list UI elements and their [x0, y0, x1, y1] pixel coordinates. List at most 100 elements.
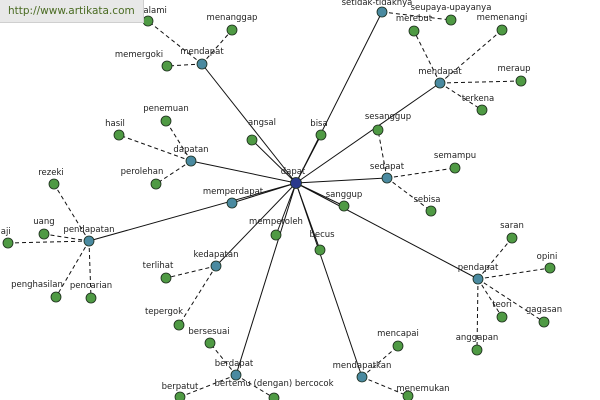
leaf-node-circle[interactable]	[270, 229, 282, 241]
leaf-node-l15[interactable]: perolehan	[121, 167, 164, 190]
leaf-node-circle[interactable]	[506, 232, 518, 244]
leaf-node-label[interactable]: bisa	[310, 119, 327, 129]
subhub-node-label[interactable]: berdapat	[215, 359, 254, 369]
leaf-node-circle[interactable]	[142, 15, 154, 27]
leaf-node-l12[interactable]: terkena	[462, 94, 495, 116]
leaf-node-label[interactable]: sesanggup	[365, 112, 411, 122]
leaf-node-label[interactable]: penemuan	[143, 104, 189, 114]
leaf-node-label[interactable]: becus	[309, 230, 335, 240]
leaf-node-l17[interactable]: uang	[33, 217, 55, 240]
subhub-node-circle[interactable]	[210, 260, 222, 272]
leaf-node-l25[interactable]: opini	[537, 252, 558, 274]
leaf-node-l31[interactable]: bersesuai	[188, 327, 230, 349]
leaf-node-label[interactable]: bertemu (dengan) bercocok	[215, 379, 334, 389]
leaf-node-l32[interactable]: berpatut	[162, 382, 199, 400]
leaf-node-circle[interactable]	[113, 129, 125, 141]
leaf-node-circle[interactable]	[544, 262, 556, 274]
leaf-node-l2[interactable]: bisa	[310, 119, 328, 141]
leaf-node-label[interactable]: pencarian	[70, 281, 112, 291]
leaf-node-label[interactable]: mencapai	[377, 329, 419, 339]
subhub-node-s9[interactable]: berdapat	[215, 359, 254, 381]
leaf-node-circle[interactable]	[476, 104, 488, 116]
leaf-node-circle[interactable]	[50, 291, 62, 303]
subhub-node-s2[interactable]: mendapat	[418, 67, 462, 89]
leaf-node-l1[interactable]: angsal	[246, 118, 276, 146]
leaf-node-l9[interactable]: merebut	[396, 14, 433, 37]
subhub-node-label[interactable]: mendapatkan	[333, 361, 392, 371]
leaf-node-l21[interactable]: sesanggup	[365, 112, 411, 136]
leaf-node-label[interactable]: merebut	[396, 14, 433, 24]
leaf-node-l22[interactable]: semampu	[434, 151, 476, 174]
leaf-node-circle[interactable]	[268, 392, 280, 400]
subhub-node-s1[interactable]: mendapat	[180, 47, 224, 70]
subhub-node-s10[interactable]: mendapatkan	[333, 361, 392, 383]
leaf-node-circle[interactable]	[402, 390, 414, 400]
leaf-node-label[interactable]: terlihat	[143, 261, 174, 271]
subhub-node-circle[interactable]	[226, 197, 238, 209]
subhub-node-circle[interactable]	[230, 369, 242, 381]
subhub-node-circle[interactable]	[185, 155, 197, 167]
leaf-node-circle[interactable]	[471, 344, 483, 356]
subhub-node-s8[interactable]: kedapatan	[194, 250, 239, 272]
leaf-node-circle[interactable]	[160, 272, 172, 284]
subhub-node-circle[interactable]	[472, 273, 484, 285]
leaf-node-label[interactable]: perolehan	[121, 167, 164, 177]
leaf-node-l24[interactable]: saran	[500, 221, 524, 244]
leaf-node-label[interactable]: memenangi	[477, 13, 528, 23]
leaf-node-l13[interactable]: penemuan	[143, 104, 189, 127]
leaf-node-l11[interactable]: meraup	[498, 64, 531, 87]
leaf-node-circle[interactable]	[160, 115, 172, 127]
leaf-node-circle[interactable]	[226, 24, 238, 36]
leaf-node-circle[interactable]	[538, 316, 550, 328]
source-url-text[interactable]: http://www.artikata.com	[8, 5, 135, 17]
subhub-node-label[interactable]: memperdapat	[203, 187, 264, 197]
center-node-label[interactable]: dapat	[281, 167, 306, 177]
leaf-node-label[interactable]: semampu	[434, 151, 476, 161]
leaf-node-circle[interactable]	[449, 162, 461, 174]
leaf-node-circle[interactable]	[174, 391, 186, 400]
leaf-node-circle[interactable]	[445, 14, 457, 26]
subhub-node-label[interactable]: dapatan	[173, 145, 208, 155]
leaf-node-label[interactable]: menanggap	[207, 13, 258, 23]
leaf-node-circle[interactable]	[2, 237, 14, 249]
leaf-node-circle[interactable]	[150, 178, 162, 190]
subhub-node-circle[interactable]	[196, 58, 208, 70]
leaf-node-l36[interactable]: seupaya-upayanya	[411, 3, 492, 26]
subhub-node-circle[interactable]	[381, 172, 393, 184]
leaf-node-l8[interactable]: memergoki	[115, 50, 173, 72]
subhub-node-circle[interactable]	[356, 371, 368, 383]
leaf-node-label[interactable]: meraup	[498, 64, 531, 74]
leaf-node-label[interactable]: terkena	[462, 94, 495, 104]
subhub-node-label[interactable]: setidak-tidaknya	[342, 0, 413, 8]
leaf-node-label[interactable]: seupaya-upayanya	[411, 3, 492, 13]
leaf-node-l26[interactable]: teori	[492, 300, 512, 323]
leaf-node-label[interactable]: menemukan	[396, 384, 449, 394]
center-node-circle[interactable]	[290, 177, 302, 189]
leaf-node-circle[interactable]	[315, 129, 327, 141]
leaf-node-circle[interactable]	[204, 337, 216, 349]
source-url-banner[interactable]: http://www.artikata.com	[0, 0, 144, 23]
leaf-node-circle[interactable]	[161, 60, 173, 72]
leaf-node-circle[interactable]	[372, 124, 384, 136]
subhub-node-circle[interactable]	[83, 235, 95, 247]
leaf-node-circle[interactable]	[246, 134, 258, 146]
leaf-node-l30[interactable]: tepergok	[145, 307, 185, 331]
leaf-node-l29[interactable]: terlihat	[143, 261, 174, 284]
leaf-node-circle[interactable]	[496, 311, 508, 323]
subhub-node-s3[interactable]: dapatan	[173, 145, 209, 167]
leaf-node-label[interactable]: bersesuai	[188, 327, 229, 337]
leaf-node-l27[interactable]: gagasan	[526, 305, 562, 328]
leaf-node-l4[interactable]: becus	[309, 230, 335, 256]
leaf-node-label[interactable]: anggapan	[456, 333, 499, 343]
leaf-node-l10[interactable]: memenangi	[477, 13, 528, 36]
subhub-node-s11[interactable]: setidak-tidaknya	[342, 0, 413, 18]
leaf-node-circle[interactable]	[85, 292, 97, 304]
leaf-node-l33[interactable]: bertemu (dengan) bercocok	[215, 379, 334, 400]
leaf-node-circle[interactable]	[173, 319, 185, 331]
leaf-node-circle[interactable]	[496, 24, 508, 36]
subhub-node-label[interactable]: sedapat	[370, 162, 405, 172]
leaf-node-label[interactable]: sanggup	[326, 190, 363, 200]
leaf-node-circle[interactable]	[338, 200, 350, 212]
leaf-node-label[interactable]: rezeki	[38, 168, 64, 178]
